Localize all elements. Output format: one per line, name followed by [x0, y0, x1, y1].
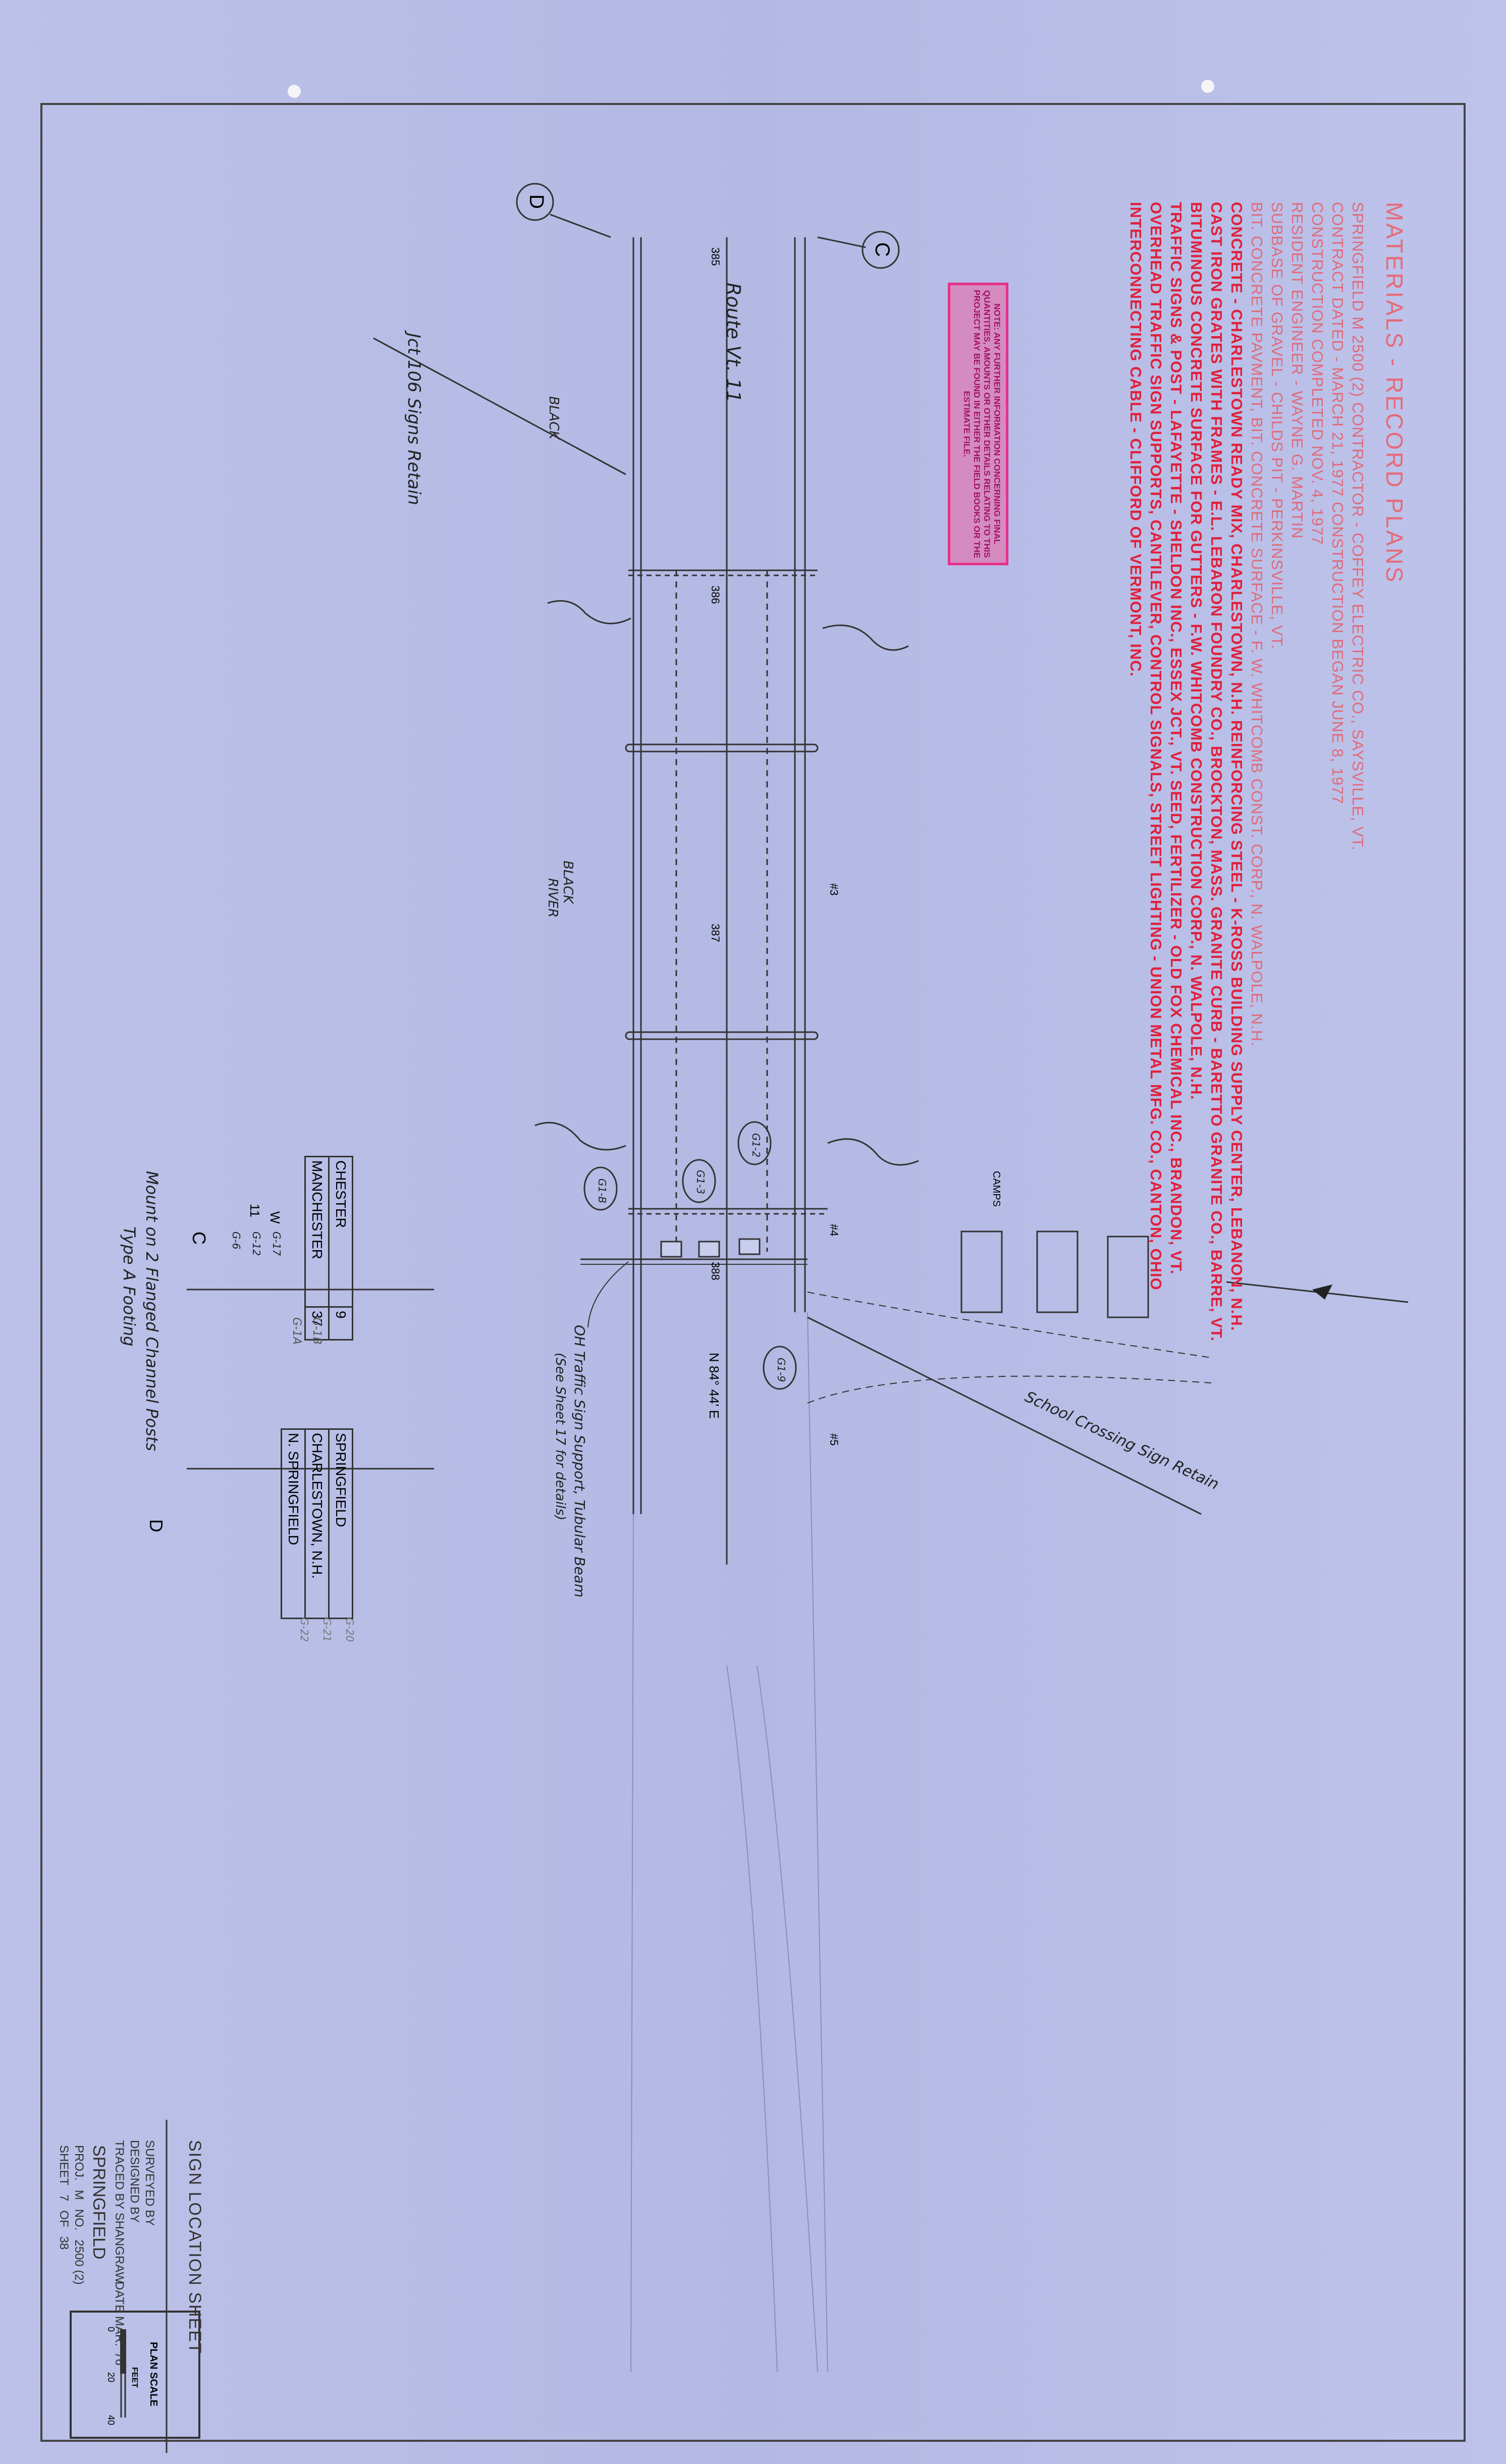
section-d-letter: D — [525, 194, 548, 209]
scale-box — [70, 2311, 200, 2439]
materials-line: BITUMINOUS CONCRETE SURFACE FOR GUTTERS … — [1188, 202, 1205, 1100]
sign-bubbles — [583, 1121, 797, 1390]
river-banks — [534, 600, 919, 1166]
materials-line: SPRINGFIELD M 2500 (2) CONTRACTOR - COFF… — [1349, 202, 1367, 851]
small-sign-code: G-12 — [250, 1231, 262, 1256]
hash-mark: #5 — [828, 1433, 840, 1446]
scale-unit: FEET — [130, 2367, 139, 2388]
route-label: Route Vt. 11 — [722, 283, 744, 403]
bridge-piers — [625, 569, 828, 1215]
sheet-label: SHEET — [57, 2145, 71, 2186]
hash-mark: #4 — [828, 1224, 840, 1237]
materials-line: BIT. CONCRETE PAVMENT, BIT. CONCRETE SUR… — [1248, 202, 1266, 1047]
date-field: DATE MAR. '76 — [113, 2281, 126, 2366]
station-label: 388 — [709, 1262, 722, 1280]
materials-line: SUBBASE OF GRAVEL - CHILDS PIT - PERKINS… — [1268, 202, 1286, 650]
route-shield: 11 — [247, 1204, 262, 1217]
sheet-total: 38 — [57, 2236, 71, 2250]
sheet-no: 7 — [57, 2194, 71, 2202]
sheet-title: SIGN LOCATION SHEET — [185, 2140, 204, 2354]
camps-buildings — [960, 1230, 1149, 1318]
station-label: 385 — [709, 247, 722, 266]
sheet-border — [40, 103, 1466, 2442]
sheet-number: SHEET 7 OF 38 — [57, 2145, 71, 2249]
river-label-1: BLACK — [560, 861, 575, 904]
mount-note-footing: Type A Footing — [120, 1226, 139, 1347]
road-edges — [632, 237, 806, 1565]
project-no: 2500 (2) — [72, 2239, 86, 2285]
materials-line: CONCRETE - CHARLESTOWN READY MIX, CHARLE… — [1228, 202, 1246, 1331]
note-stamp: NOTE: ANY FURTHER INFORMATION CONCERNING… — [948, 283, 1008, 565]
section-c-letter: C — [871, 242, 893, 257]
road-faint — [630, 1312, 828, 2373]
station-label: 386 — [709, 585, 722, 604]
sheet-of: OF — [57, 2210, 71, 2227]
bearing-label: N 84° 44' E — [707, 1353, 722, 1419]
scale-tick: 40 — [106, 2415, 116, 2426]
surveyed-by: SURVEYED BY — [143, 2140, 156, 2226]
mount-note: Mount on 2 Flanged Channel Posts — [142, 1171, 162, 1452]
station-label: 387 — [709, 924, 722, 942]
project-letter: M — [72, 2189, 86, 2200]
river-label-line: BLACK — [546, 396, 561, 440]
project-number: PROJ. M NO. 2500 (2) — [72, 2145, 86, 2285]
materials-line: INTERCONNECTING CABLE - CLIFFORD OF VERM… — [1127, 202, 1145, 677]
river-label-2: RIVER — [545, 878, 560, 918]
punch-hole — [1201, 80, 1214, 93]
small-sign-code: G-6 — [230, 1231, 242, 1250]
sign-code: G-20 — [344, 1618, 356, 1642]
scale-title: PLAN SCALE — [148, 2342, 159, 2406]
post-lines — [187, 1289, 434, 1470]
small-sign-w: W — [267, 1211, 283, 1224]
materials-line: CONSTRUCTION COMPLETED NOV. 4, 1977 — [1309, 202, 1326, 545]
hash-mark: #3 — [828, 883, 840, 896]
sign-destination: N. SPRINGFIELD — [281, 1428, 304, 1619]
scale-tick: 20 — [106, 2372, 116, 2383]
materials-title: MATERIALS - RECORD PLANS — [1381, 202, 1408, 584]
sign-destination: SPRINGFIELD — [328, 1428, 353, 1619]
sign-footprints — [660, 1238, 761, 1258]
bubble-label: G1-2 — [750, 1133, 762, 1158]
sign-code: G-22 — [298, 1618, 310, 1642]
materials-line: RESIDENT ENGINEER - WAYNE G. MARTIN — [1288, 202, 1306, 539]
sign-destination: MANCHESTER — [309, 1160, 325, 1260]
river-label: BLACK — [546, 396, 561, 439]
bubble-label: G1-3 — [694, 1170, 707, 1195]
project-prefix: PROJ. — [72, 2145, 86, 2181]
sign-panel-c: CHESTER 9 MANCHESTER 37 — [304, 1156, 353, 1341]
sign-code: G-21 — [321, 1618, 333, 1642]
sign-panel-d: SPRINGFIELD CHARLESTOWN, N.H. N. SPRINGF… — [281, 1428, 353, 1619]
group-label-d: D — [146, 1519, 167, 1532]
materials-line: OVERHEAD TRAFFIC SIGN SUPPORTS, CANTILEV… — [1147, 202, 1165, 1291]
jct-note: Jct 106 Signs Retain — [404, 333, 424, 505]
small-sign-code: G-17 — [271, 1231, 283, 1256]
sign-distance: 9 — [330, 1306, 352, 1339]
traced-by: TRACED BY SHANGRAW — [113, 2140, 126, 2284]
punch-hole — [288, 85, 301, 98]
sign-code: G-1A — [290, 1317, 303, 1345]
oh-note-detail: (See Sheet 17 for details) — [553, 1353, 568, 1521]
section-c-marker — [862, 231, 900, 269]
section-d-marker — [516, 183, 554, 221]
materials-line: CONTRACT DATED - MARCH 21, 1977 CONSTRUC… — [1329, 202, 1347, 805]
bubble-label: G1-9 — [775, 1358, 787, 1382]
sign-code: G-1B — [310, 1317, 323, 1345]
oh-note: OH Traffic Sign Support, Tubular Beam — [571, 1325, 588, 1598]
materials-line: CAST IRON GRATES WITH FRAMES - E.L. LEBA… — [1208, 202, 1225, 1342]
designed-by: DESIGNED BY — [128, 2140, 141, 2223]
town-name: SPRINGFIELD — [89, 2145, 109, 2260]
materials-line: TRAFFIC SIGNS & POST - LAFAYETTE - SHELD… — [1167, 202, 1185, 1275]
materials-record-block: MATERIALS - RECORD PLANS SPRINGFIELD M 2… — [1125, 202, 1408, 1342]
sign-destination: CHARLESTOWN, N.H. — [304, 1428, 328, 1619]
camps-label: CAMPS — [991, 1171, 1002, 1207]
bubble-label: G1-B — [596, 1179, 608, 1204]
project-no-label: NO. — [72, 2209, 86, 2231]
group-label-c: C — [189, 1231, 209, 1245]
sign-destination: CHESTER — [333, 1160, 349, 1228]
